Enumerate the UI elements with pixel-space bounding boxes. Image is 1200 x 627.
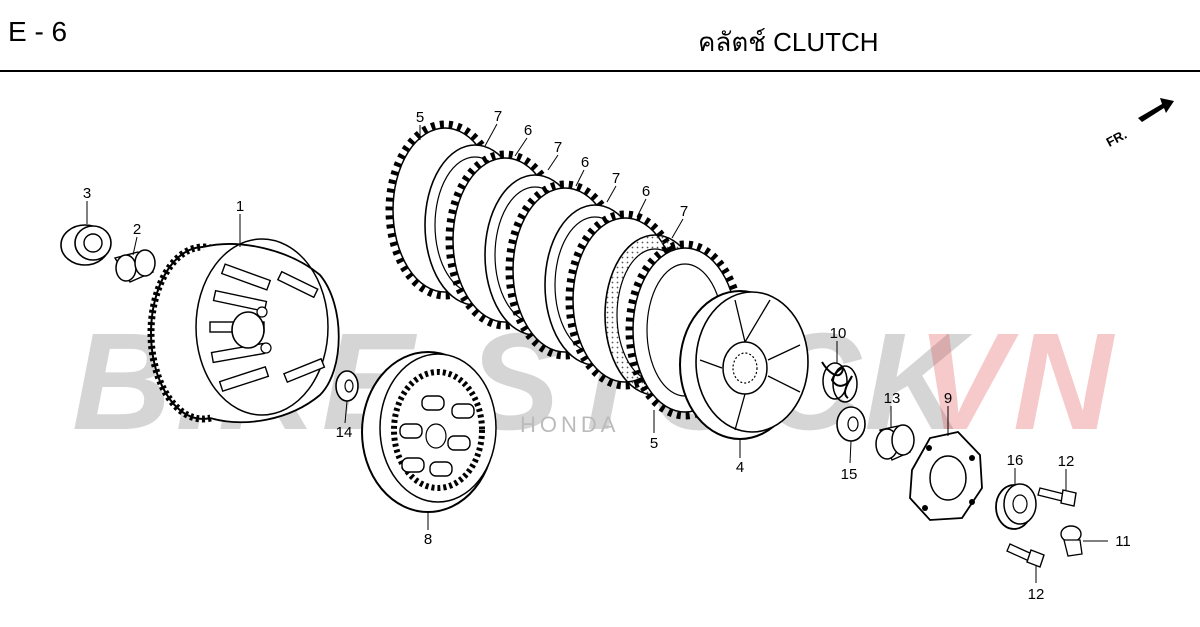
part-8-pressure-plate [361,351,497,513]
page-title: คลัตช์ CLUTCH [698,27,879,57]
callout-15: 15 [841,466,858,483]
callout-5-bottom: 5 [650,435,658,452]
part-12-bolt-lower [1006,543,1045,568]
part-14-washer [335,370,359,402]
callout-12-upper: 12 [1058,453,1075,470]
callout-7-c: 7 [612,170,620,187]
callout-10: 10 [830,325,847,342]
callout-1: 1 [236,198,244,215]
part-16-bearing [995,483,1037,530]
callout-2: 2 [133,221,141,238]
part-3-seal [60,224,112,266]
callout-6-a: 6 [524,122,532,139]
part-10-spring [821,361,858,403]
callout-6-b: 6 [581,154,589,171]
page-code: E - 6 [8,16,68,47]
callout-6-c: 6 [642,183,650,200]
part-11-pin [1060,525,1083,557]
brand-mark-text: HONDA [520,412,619,437]
part-2-bushing [113,249,156,283]
clutch-disc-stack [385,120,745,420]
part-9-lifter-plate [909,431,983,521]
callout-7-d: 7 [680,203,688,220]
callout-5-top: 5 [416,109,424,126]
callout-leader-lines [86,123,1108,583]
callout-8: 8 [424,531,432,548]
clutch-exploded-diagram: BIKE-STOCK VN FR. [0,72,1200,627]
callout-13: 13 [884,390,901,407]
part-13-collar [875,424,915,461]
header-divider [0,70,1200,72]
callout-7-a: 7 [494,108,502,125]
callout-labels: 3 2 1 5 7 6 7 6 7 6 7 5 4 8 14 10 15 13 … [83,108,1131,603]
page-header: E - 6 คลัตช์ CLUTCH [0,0,1200,72]
callout-12-lower: 12 [1028,586,1045,603]
part-1-clutch-outer [147,238,340,424]
part-15-washer [836,406,866,442]
callout-14: 14 [336,424,353,441]
callout-16: 16 [1007,452,1024,469]
part-4-clutch-center [679,290,809,440]
front-direction-arrow-icon: FR. [1104,98,1174,150]
parts-drawing: FR. [60,98,1174,603]
callout-4: 4 [736,459,744,476]
callout-11: 11 [1115,533,1131,550]
callout-7-b: 7 [554,139,562,156]
front-direction-label: FR. [1104,127,1130,150]
part-12-bolt-upper [1037,487,1077,507]
callout-3: 3 [83,185,91,202]
callout-9: 9 [944,390,952,407]
